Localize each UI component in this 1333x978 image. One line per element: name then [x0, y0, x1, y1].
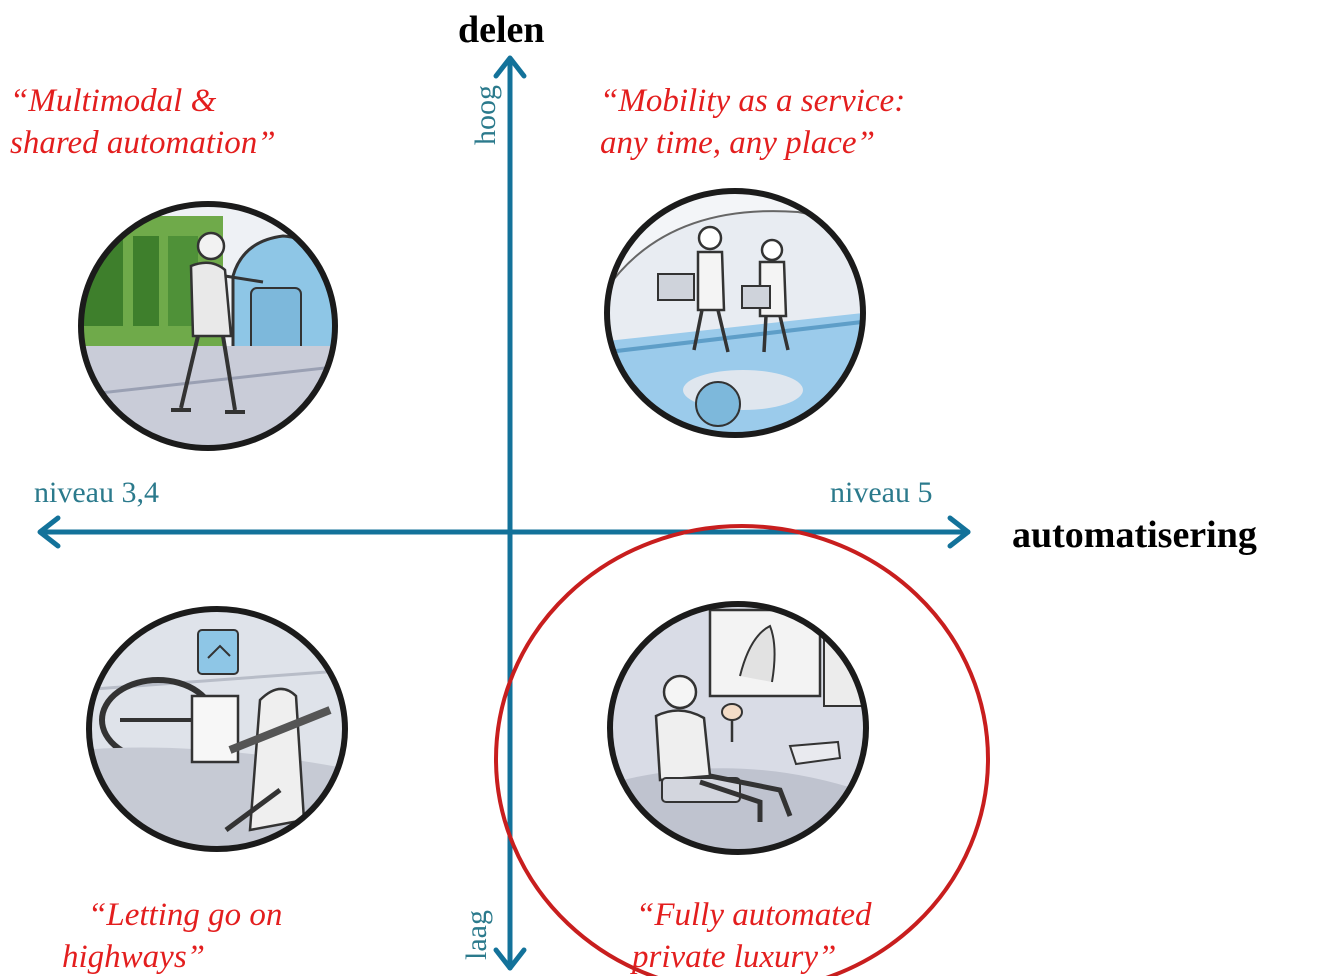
vertical-axis-title: delen — [458, 9, 545, 51]
axis-left-level-label: niveau 3,4 — [34, 476, 159, 509]
quote-bottom-right: “Fully automated private luxury” — [632, 894, 872, 978]
axis-high-label: hoog — [469, 85, 502, 145]
quote-top-right: “Mobility as a service: any time, any pl… — [600, 80, 905, 164]
quote-bottom-right-line2: private luxury” — [632, 939, 837, 975]
horizontal-axis-title: automatisering — [1012, 514, 1257, 556]
person-boarding-pod-illustration — [78, 201, 338, 451]
quote-top-right-line2: any time, any place” — [600, 125, 875, 161]
quote-bottom-left-line2: highways” — [62, 939, 206, 975]
axis-right-level-label: niveau 5 — [830, 476, 933, 509]
horizontal-axis-arrow-left — [37, 515, 61, 549]
quote-top-left: “Multimodal & shared automation” — [10, 80, 276, 164]
quote-top-left-line1: “Multimodal & — [10, 83, 217, 119]
quote-top-left-line2: shared automation” — [10, 125, 276, 161]
quote-bottom-right-line1: “Fully automated — [636, 897, 872, 933]
horizontal-axis-arrow-right — [947, 515, 971, 549]
passengers-with-laptops-illustration — [604, 188, 866, 438]
quote-bottom-left: “Letting go on highways” — [62, 894, 283, 978]
highlight-ring — [494, 524, 990, 976]
driver-reading-illustration — [86, 606, 348, 852]
relaxing-passenger-illustration — [607, 601, 869, 855]
quote-top-right-line1: “Mobility as a service: — [600, 83, 906, 119]
vertical-axis-arrow-up — [493, 55, 527, 79]
quote-bottom-left-line1: “Letting go on — [88, 897, 283, 933]
vertical-axis-arrow-down — [493, 947, 527, 971]
